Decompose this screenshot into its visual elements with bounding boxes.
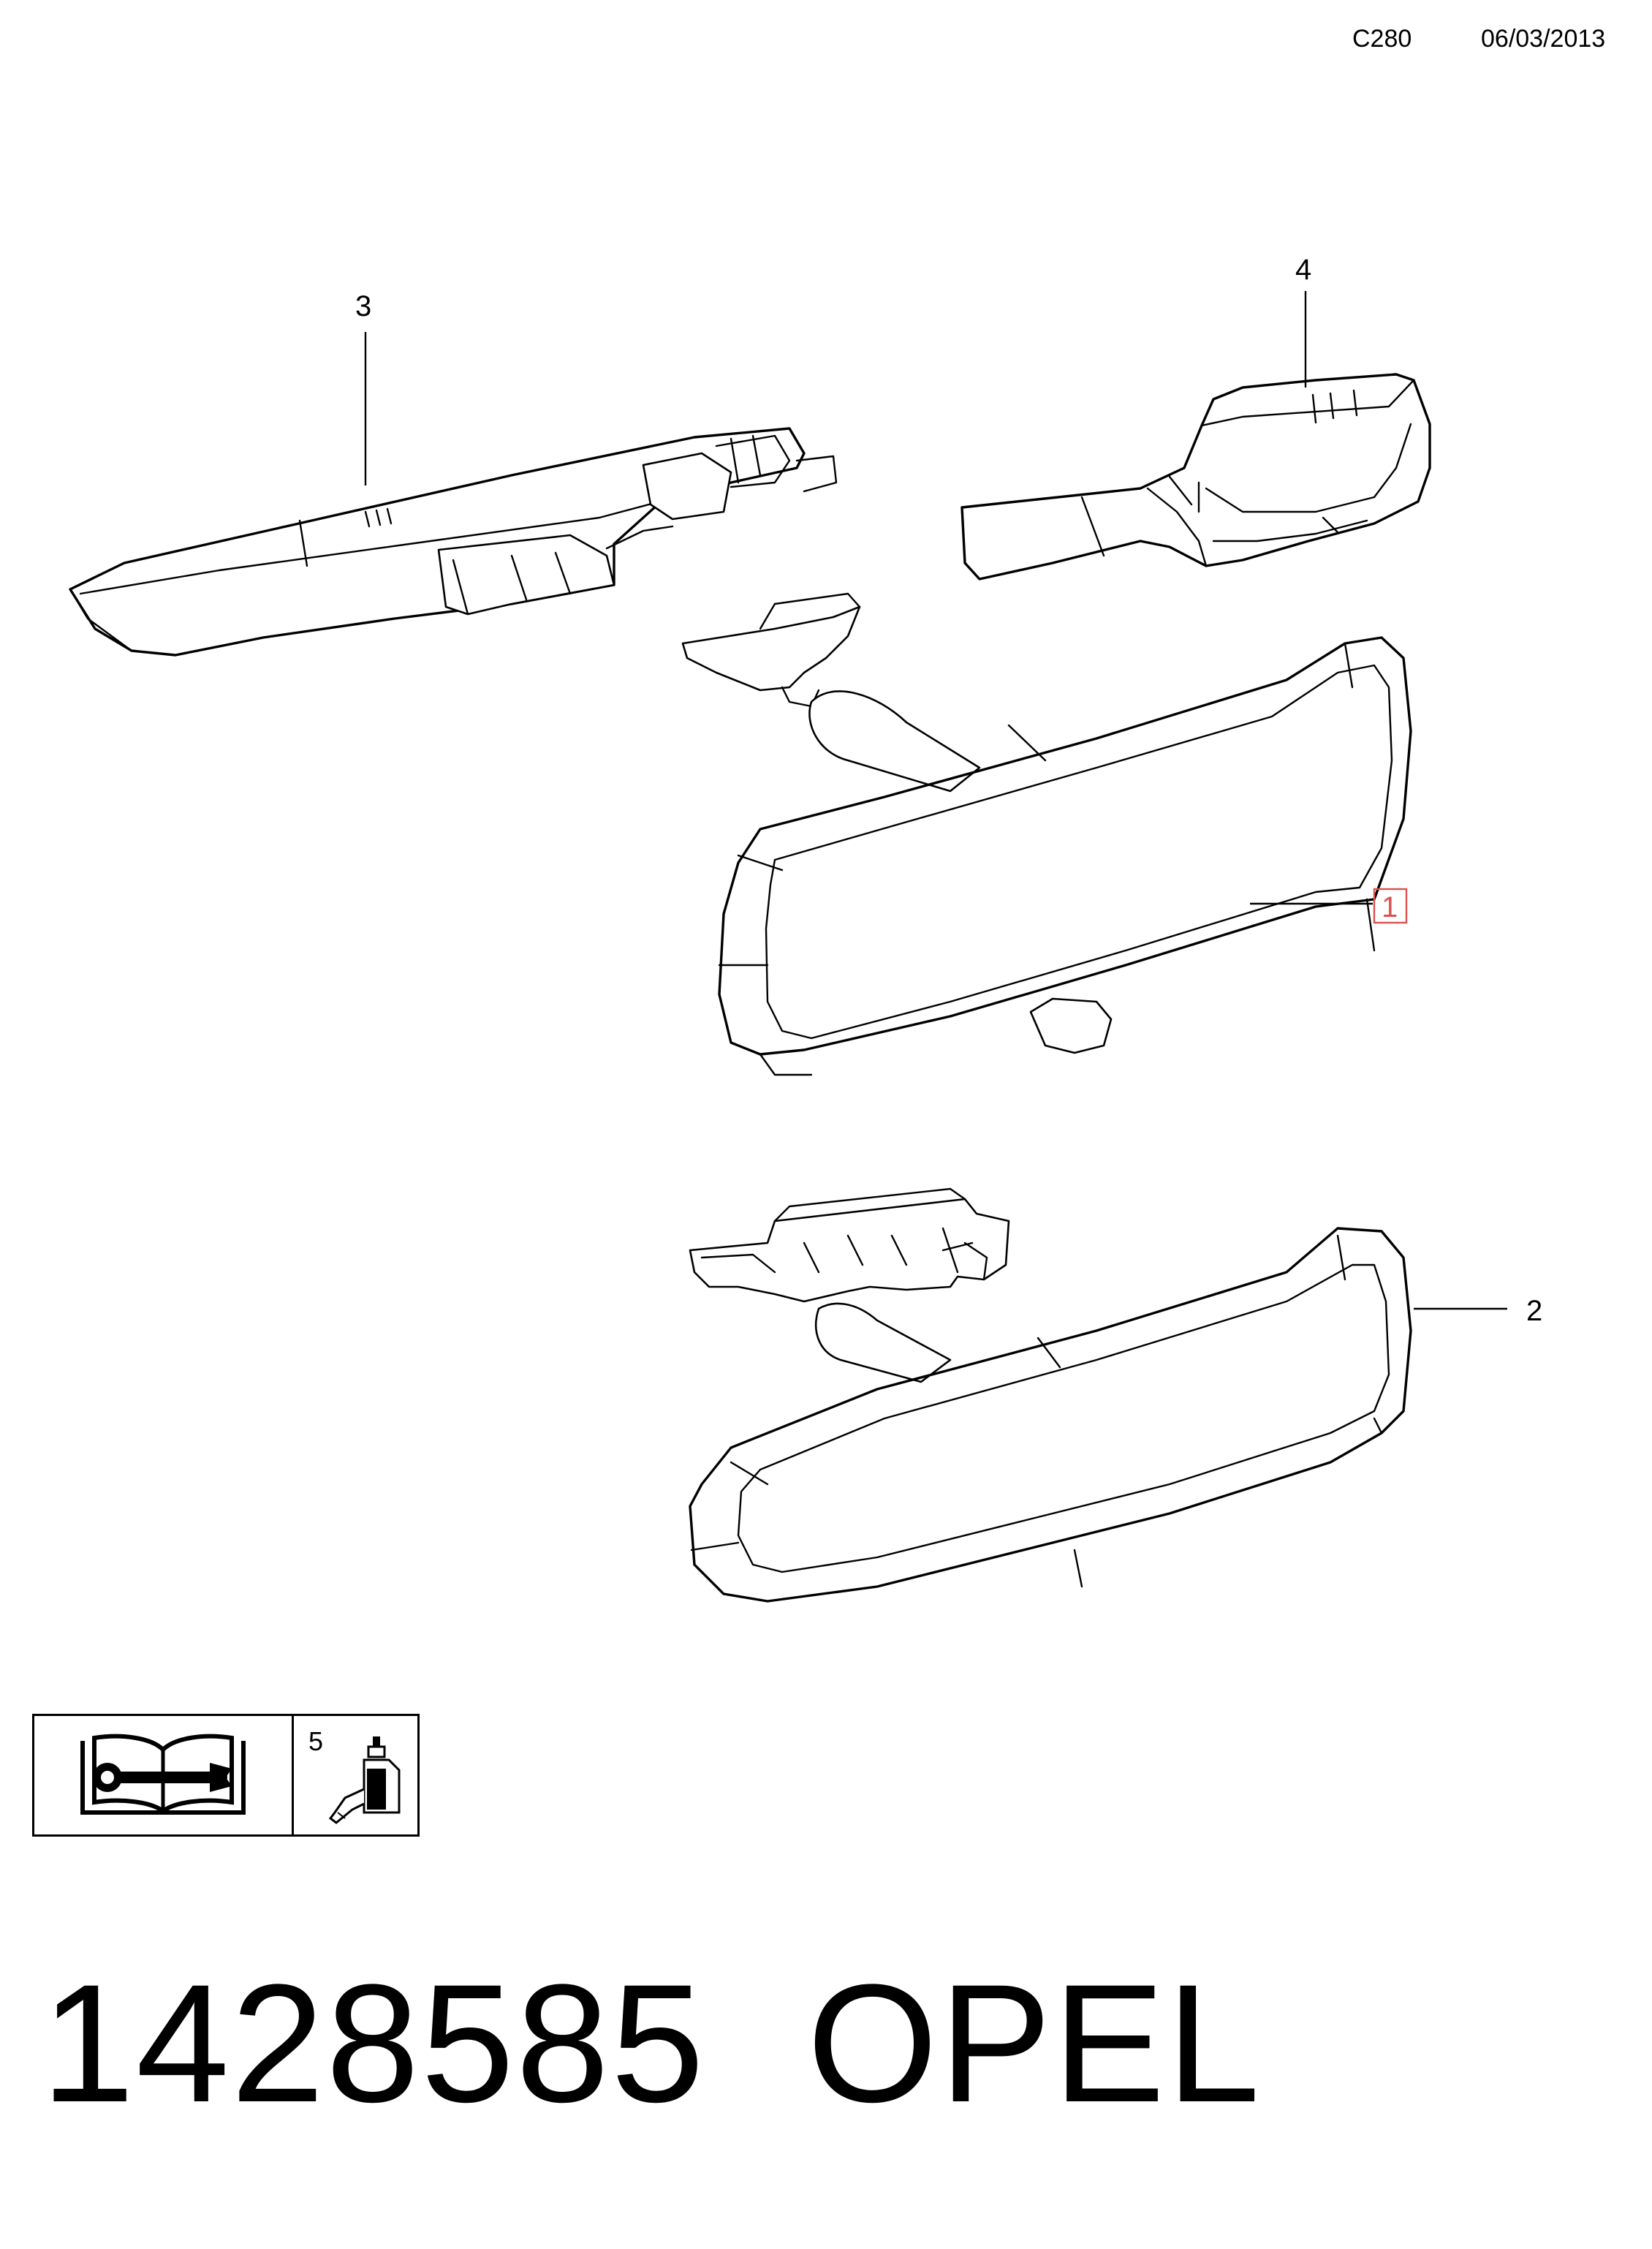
legend-callout-5[interactable]: 5	[308, 1726, 324, 1756]
brand-name: OPEL	[807, 1949, 1262, 2137]
callout-1[interactable]: 1	[1382, 891, 1398, 923]
header-date: 06/03/2013	[1481, 25, 1606, 53]
legend-box: 5	[32, 1714, 420, 1837]
part-3-mount-cover[interactable]	[69, 427, 838, 657]
header-code: C280	[1352, 25, 1412, 53]
callout-2[interactable]: 2	[1526, 1295, 1542, 1327]
callout-4[interactable]: 4	[1295, 254, 1311, 286]
repair-manual-wrench-icon	[80, 1734, 246, 1815]
parts-diagram: 3 4 1 2	[69, 254, 1542, 1603]
adhesive-bottle-icon	[328, 1736, 401, 1824]
legend-cell-adhesive: 5	[294, 1716, 418, 1834]
part-1-rearview-mirror[interactable]	[681, 592, 1412, 1076]
legend-cell-manual	[34, 1716, 294, 1834]
part-4-trim-cover[interactable]	[960, 373, 1431, 581]
callout-1-highlight	[1373, 888, 1408, 924]
part-number: 1428585	[41, 1949, 706, 2137]
callout-3[interactable]: 3	[355, 290, 371, 322]
part-2-rearview-mirror-sensor[interactable]	[689, 1187, 1412, 1603]
